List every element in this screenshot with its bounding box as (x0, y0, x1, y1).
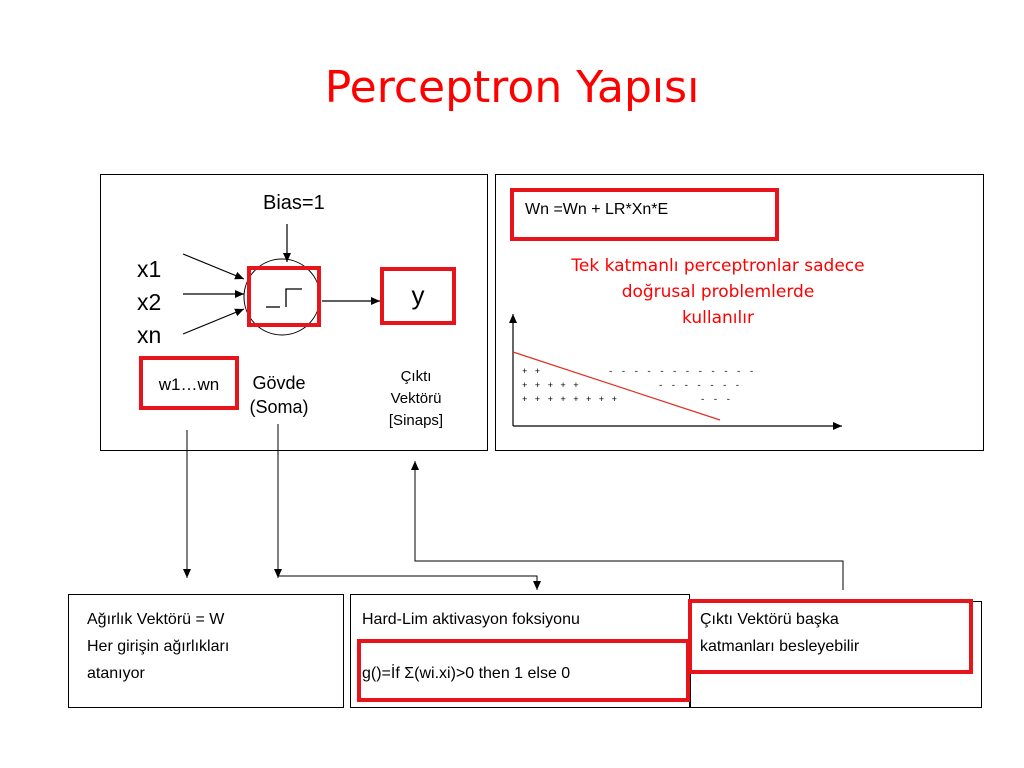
step-function-icon (266, 288, 302, 308)
output-vector-label-line3: [Sinaps] (388, 412, 444, 429)
weights-panel (68, 594, 344, 708)
connector-activation (278, 575, 541, 590)
plot-plus-row2: + + + + + (522, 381, 580, 391)
input-label-x2: x2 (137, 289, 162, 315)
plot-minus-row2: - - - - - - - (658, 381, 742, 391)
output-desc-line2: katmanları besleyebilir (700, 638, 860, 655)
plot-minus-row3: - - - (700, 395, 733, 405)
output-y-label: y (411, 280, 425, 310)
activation-formula: g()=İf Σ(wi.xi)>0 then 1 else 0 (362, 665, 571, 682)
plot-plus-row1: + + (522, 367, 542, 377)
output-desc-line1: Çıktı Vektörü başka (700, 611, 839, 628)
update-rule-box (510, 188, 779, 241)
plot-plus-row3: + + + + + + + + (522, 395, 619, 405)
decision-boundary (512, 351, 721, 421)
weights-desc-line3: atanıyor (87, 665, 145, 682)
update-rule-text: Wn =Wn + LR*Xn*E (525, 201, 669, 218)
output-y-box (380, 267, 456, 325)
output-vector-label-line2: Vektörü (390, 390, 442, 407)
bias-label: Bias=1 (263, 192, 325, 214)
rule-panel (495, 174, 984, 451)
plot-minus-row1: - - - - - - - - - - - - (608, 367, 756, 377)
soma-label-line1: Gövde (252, 373, 306, 393)
weights-highlight-box (139, 356, 239, 410)
page-title: Perceptron Yapısı (324, 62, 700, 113)
weights-desc-line1: Ağırlık Vektörü = W (87, 611, 225, 628)
connector-output (411, 461, 844, 590)
input-label-x1: x1 (137, 256, 162, 282)
input-label-xn: xn (137, 322, 162, 348)
output-vector-label-line1: Çıktı (400, 368, 432, 385)
activation-highlight-box (247, 266, 321, 327)
weights-desc-line2: Her girişin ağırlıkları (87, 638, 230, 655)
note-line1: Tek katmanlı perceptronlar sadece (571, 256, 865, 276)
activation-panel (350, 594, 690, 708)
soma-label-line2: (Soma) (249, 397, 309, 417)
input-arrow-xn (182, 308, 245, 335)
input-arrow-x1 (182, 253, 245, 280)
activation-title: Hard-Lim aktivasyon foksiyonu (362, 611, 580, 628)
output-desc-box (688, 599, 973, 674)
note-line2: doğrusal problemlerde (621, 282, 815, 302)
weights-label: w1…wn (158, 375, 220, 394)
note-line3: kullanılır (682, 308, 754, 328)
neuron-panel (100, 174, 488, 451)
